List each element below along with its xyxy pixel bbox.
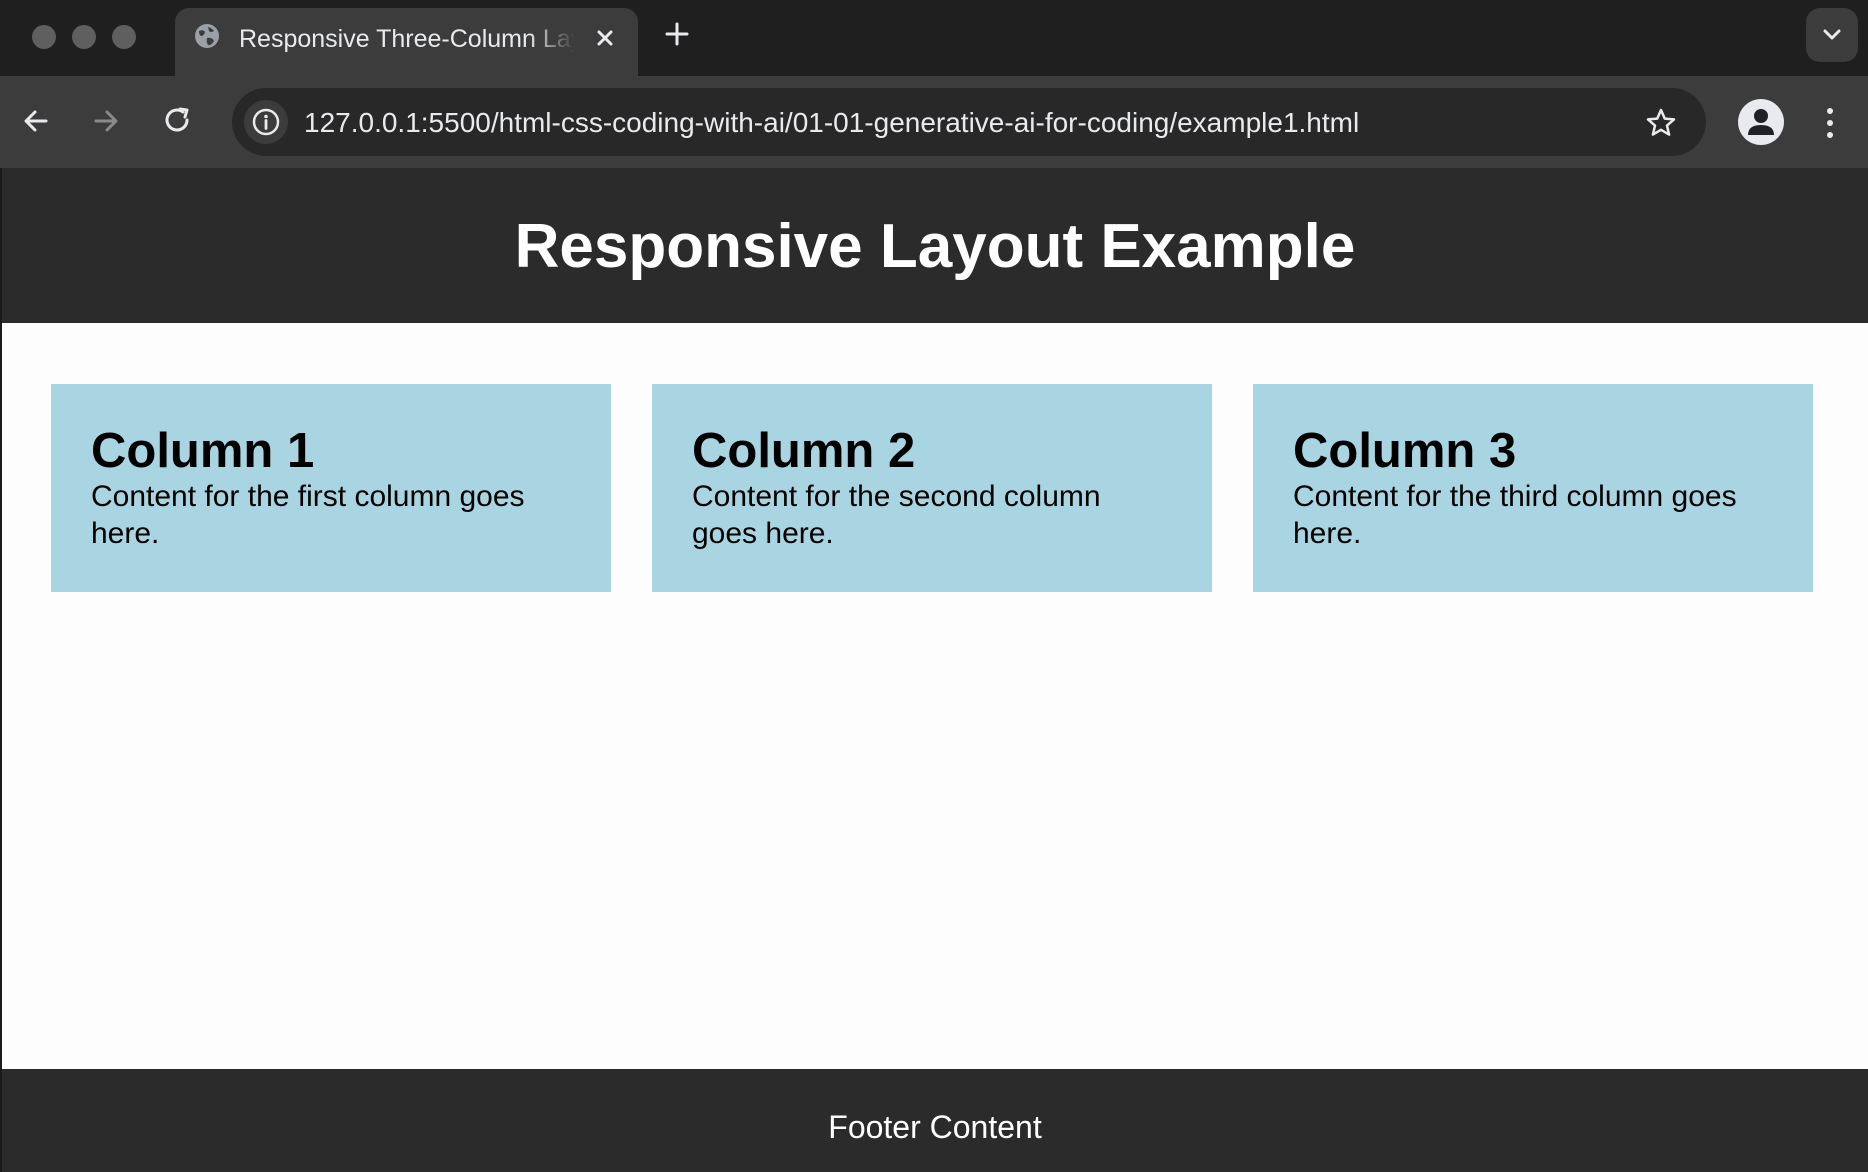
- profile-icon: [1748, 109, 1774, 135]
- tab-title: Responsive Three-Column Layout Example: [239, 25, 575, 53]
- site-info-button[interactable]: [244, 100, 288, 144]
- page-viewport: Responsive Layout Example Column 1 Conte…: [0, 168, 1868, 1172]
- reload-icon[interactable]: [160, 103, 196, 139]
- column-text: Content for the second column goes here.: [692, 480, 1101, 550]
- close-icon[interactable]: [591, 24, 619, 52]
- window-zoom-dot[interactable]: [112, 25, 136, 49]
- column-1: Column 1 Content for the first column go…: [51, 384, 611, 592]
- back-arrow-icon[interactable]: [18, 103, 54, 139]
- url-text[interactable]: 127.0.0.1:5500/html-css-coding-with-ai/0…: [304, 107, 1360, 138]
- profile-avatar[interactable]: [1738, 99, 1784, 145]
- page-footer: Footer Content: [2, 1069, 1868, 1172]
- window-close-dot[interactable]: [32, 25, 56, 49]
- star-icon[interactable]: [1644, 106, 1678, 140]
- page-header: Responsive Layout Example: [2, 168, 1868, 323]
- plus-icon[interactable]: [662, 19, 692, 49]
- column-text: Content for the third column goes here.: [1293, 480, 1737, 550]
- tab-search-button[interactable]: [1806, 8, 1858, 62]
- tab-active[interactable]: Responsive Three-Column Layout Example: [175, 8, 638, 76]
- info-icon: [252, 108, 280, 136]
- tab-strip: Responsive Three-Column Layout Example: [0, 0, 1868, 76]
- column-3: Column 3 Content for the third column go…: [1253, 384, 1813, 592]
- column-2: Column 2 Content for the second column g…: [652, 384, 1212, 592]
- chevron-down-icon: [1823, 29, 1841, 40]
- browser-toolbar: 127.0.0.1:5500/html-css-coding-with-ai/0…: [0, 76, 1868, 168]
- address-bar[interactable]: 127.0.0.1:5500/html-css-coding-with-ai/0…: [232, 88, 1706, 156]
- kebab-menu-icon[interactable]: [1818, 103, 1842, 143]
- forward-arrow-icon[interactable]: [88, 103, 124, 139]
- column-heading: Column 3: [1293, 424, 1517, 478]
- footer-text: Footer Content: [828, 1109, 1042, 1145]
- window-minimize-dot[interactable]: [72, 25, 96, 49]
- globe-icon: [195, 24, 219, 48]
- column-heading: Column 2: [692, 424, 916, 478]
- page-title: Responsive Layout Example: [514, 212, 1356, 281]
- column-text: Content for the first column goes here.: [91, 480, 525, 550]
- column-heading: Column 1: [91, 424, 315, 478]
